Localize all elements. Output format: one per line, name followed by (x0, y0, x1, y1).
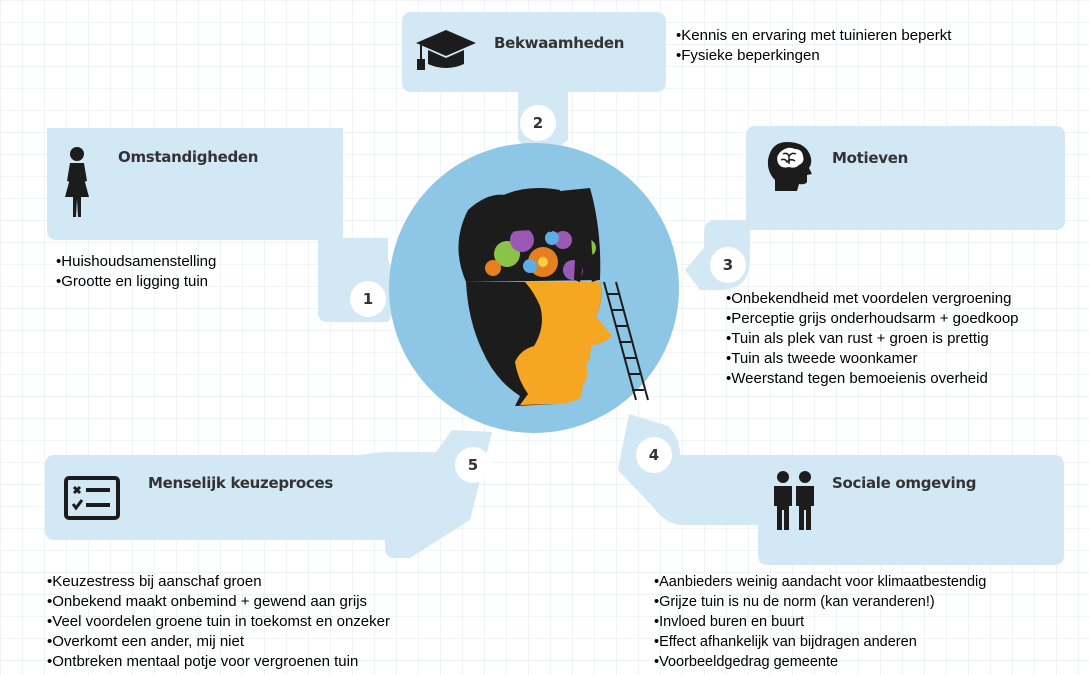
heading-motieven: Motieven (832, 149, 908, 167)
list-item: Overkomt een ander, mij niet (47, 632, 390, 652)
list-item: Grijze tuin is nu de norm (kan verandere… (654, 592, 986, 612)
list-item: Huishoudsamenstelling (56, 252, 216, 272)
list-sociale-omgeving: Aanbieders weinig aandacht voor klimaatb… (654, 572, 986, 672)
list-item: Tuin als tweede woonkamer (726, 349, 1019, 369)
box-bekwaamheden (402, 12, 666, 162)
checklist-icon (64, 476, 120, 520)
list-item: Onbekend maakt onbemind + gewend aan gri… (47, 592, 390, 612)
woman-icon (65, 147, 89, 217)
step-number-4: 4 (636, 437, 672, 473)
step-number-5: 5 (455, 447, 491, 483)
heading-sociale-omgeving: Sociale omgeving (832, 474, 977, 492)
box-sociale-omgeving (618, 414, 1064, 565)
step-number-2: 2 (520, 105, 556, 141)
list-item: Keuzestress bij aanschaf groen (47, 572, 390, 592)
list-item: Effect afhankelijk van bijdragen anderen (654, 632, 986, 652)
two-people-icon (774, 471, 814, 530)
list-item: Weerstand tegen bemoeienis overheid (726, 369, 1019, 389)
heading-keuzeproces: Menselijk keuzeproces (148, 474, 333, 492)
list-item: Fysieke beperkingen (676, 46, 951, 66)
list-omstandigheden: Huishoudsamenstelling Grootte en ligging… (56, 252, 216, 292)
list-item: Kennis en ervaring met tuinieren beperkt (676, 26, 951, 46)
list-item: Veel voordelen groene tuin in toekomst e… (47, 612, 390, 632)
list-item: Perceptie grijs onderhoudsarm + goedkoop (726, 309, 1018, 329)
list-bekwaamheden: Kennis en ervaring met tuinieren beperkt… (676, 26, 951, 66)
box-omstandigheden (47, 128, 402, 322)
box-keuzeproces (45, 430, 492, 558)
list-item: Tuin als plek van rust + groen is pretti… (726, 329, 1019, 349)
list-motieven: Onbekendheid met voordelen vergroening P… (726, 289, 1019, 389)
list-item: Grootte en ligging tuin (56, 272, 216, 292)
brain-head-icon (767, 142, 812, 191)
heading-omstandigheden: Omstandigheden (118, 148, 259, 166)
list-item: Onbekendheid met voordelen vergroening (726, 289, 1019, 309)
list-item: Voorbeeldgedrag gemeente (654, 652, 986, 672)
list-item: Aanbieders weinig aandacht voor klimaatb… (654, 572, 986, 592)
list-item: Invloed buren en buurt (654, 612, 986, 632)
step-number-3: 3 (710, 247, 746, 283)
graduation-cap-icon (416, 30, 476, 70)
list-item: Ontbreken mentaal potje voor vergroenen … (47, 652, 390, 672)
list-keuzeproces: Keuzestress bij aanschaf groen Onbekend … (47, 572, 390, 672)
head-illustration-icon (458, 188, 649, 406)
heading-bekwaamheden: Bekwaamheden (494, 34, 625, 52)
step-number-1: 1 (350, 281, 386, 317)
